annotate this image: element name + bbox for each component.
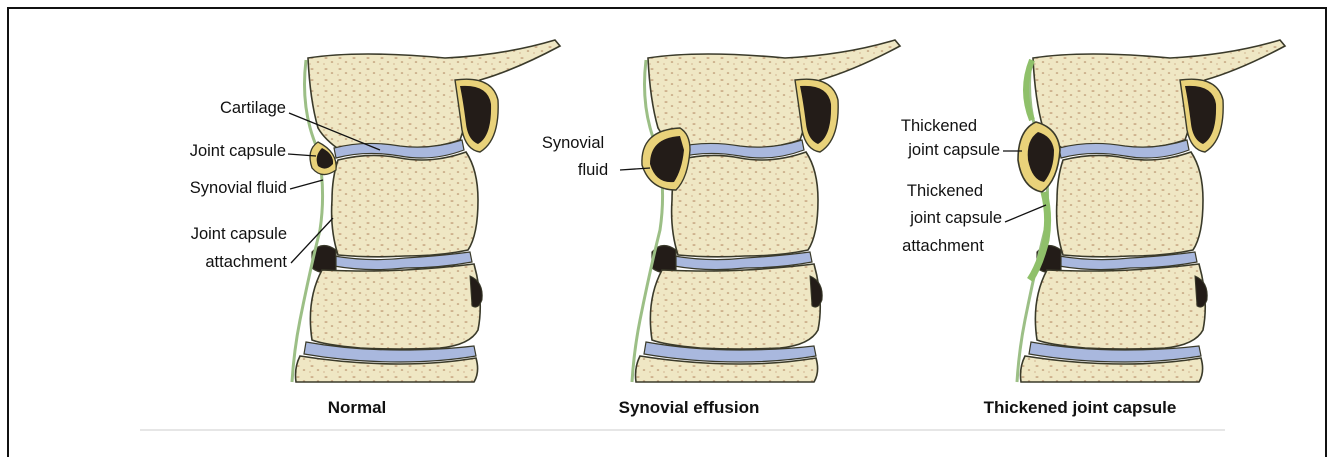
label-capsule-attachment-1: Joint capsule [130, 224, 287, 244]
thickened-joint [1017, 40, 1285, 382]
caption-thickened-joint-capsule: Thickened joint capsule [930, 398, 1230, 418]
label-thickened-attachment-1: Thickened [886, 181, 1004, 201]
effusion-joint [632, 40, 900, 382]
label-thickened-capsule-1: Thickened [880, 116, 998, 136]
normal-joint [292, 40, 560, 382]
label-joint-capsule: Joint capsule [140, 141, 286, 161]
label-thickened-capsule-2: joint capsule [872, 140, 1000, 160]
label-synovial-fluid-1: Synovial [528, 133, 618, 153]
label-synovial-fluid: Synovial fluid [130, 178, 287, 198]
label-cartilage: Cartilage [160, 98, 286, 118]
label-thickened-attachment-3: attachment [878, 236, 1008, 256]
label-capsule-attachment-2: attachment [130, 252, 287, 272]
label-thickened-attachment-2: joint capsule [874, 208, 1002, 228]
caption-synovial-effusion: Synovial effusion [539, 398, 839, 418]
caption-normal: Normal [207, 398, 507, 418]
label-synovial-fluid-2: fluid [568, 160, 618, 180]
